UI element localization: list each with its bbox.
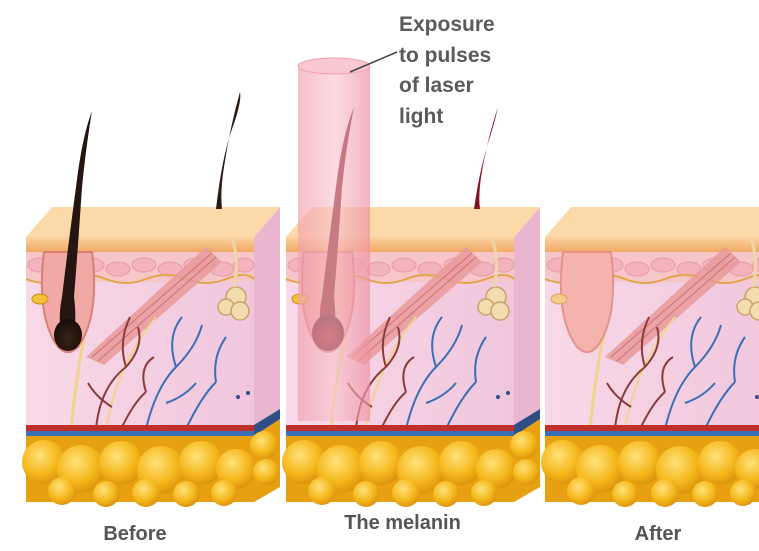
melanin-label: The melanin [320,512,485,535]
laser-exposure-annotation: Exposure to pulses of laser light [399,10,539,132]
after-panel [541,207,759,507]
after-label: After [618,523,698,546]
before-panel [22,92,280,507]
laser-beam [298,58,370,421]
before-label: Before [90,523,180,546]
sebaceous-gland [551,294,567,304]
annotation-line-2: to pulses [399,41,539,72]
annotation-line-4: light [399,102,539,133]
sebaceous-gland [32,294,48,304]
annotation-line-3: of laser [399,71,539,102]
hair-bulb [54,319,82,351]
dark-hair-2 [216,92,240,209]
annotation-line-1: Exposure [399,10,539,41]
